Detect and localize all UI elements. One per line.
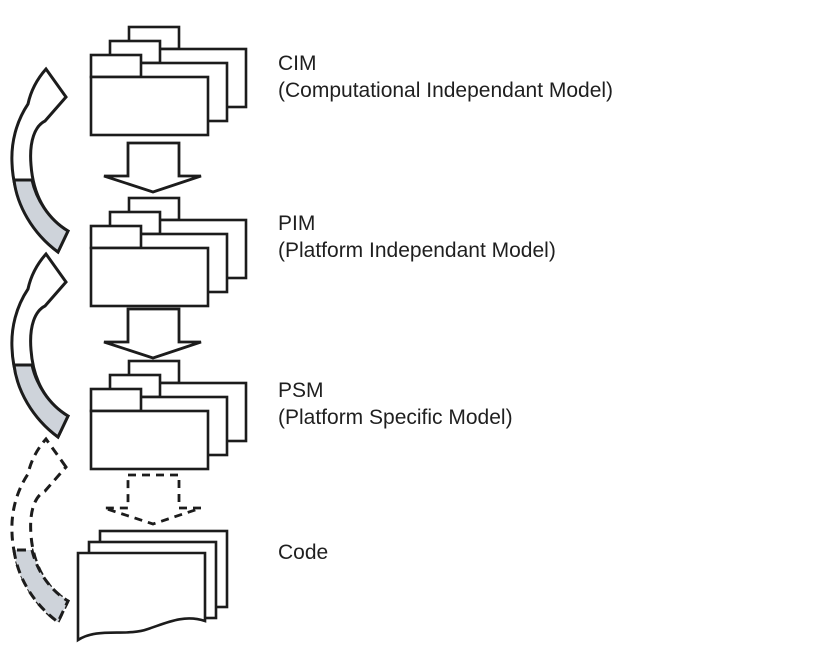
pim-folder-stack-icon (89, 196, 248, 308)
node-abbr-code: Code (278, 541, 329, 564)
node-abbr-pim: PIM (278, 212, 316, 235)
node-label-pim: PIM (Platform Independant Model) (278, 210, 556, 264)
psm-folder-stack-icon (89, 359, 248, 471)
node-abbr-cim: CIM (278, 52, 317, 75)
solid-down-arrow-pim-to-psm-icon (102, 307, 203, 360)
dashed-curved-up-arrow-code-to-psm-icon (10, 437, 70, 624)
node-label-code: Code (278, 539, 328, 566)
curved-up-arrow-psm-to-pim-icon (10, 252, 70, 439)
node-label-psm: PSM (Platform Specific Model) (278, 377, 513, 431)
dashed-down-arrow-psm-to-code-icon (102, 473, 203, 526)
node-full-pim: (Platform Independant Model) (278, 239, 556, 262)
node-label-cim: CIM (Computational Independant Model) (278, 50, 613, 104)
node-full-cim: (Computational Independant Model) (278, 79, 614, 102)
solid-down-arrow-cim-to-pim-icon (102, 141, 203, 194)
cim-folder-stack-icon (89, 25, 248, 137)
curved-up-arrow-pim-to-cim-icon (10, 67, 70, 254)
node-abbr-psm: PSM (278, 379, 324, 402)
code-documents-icon (76, 529, 229, 642)
node-full-psm: (Platform Specific Model) (278, 406, 513, 429)
